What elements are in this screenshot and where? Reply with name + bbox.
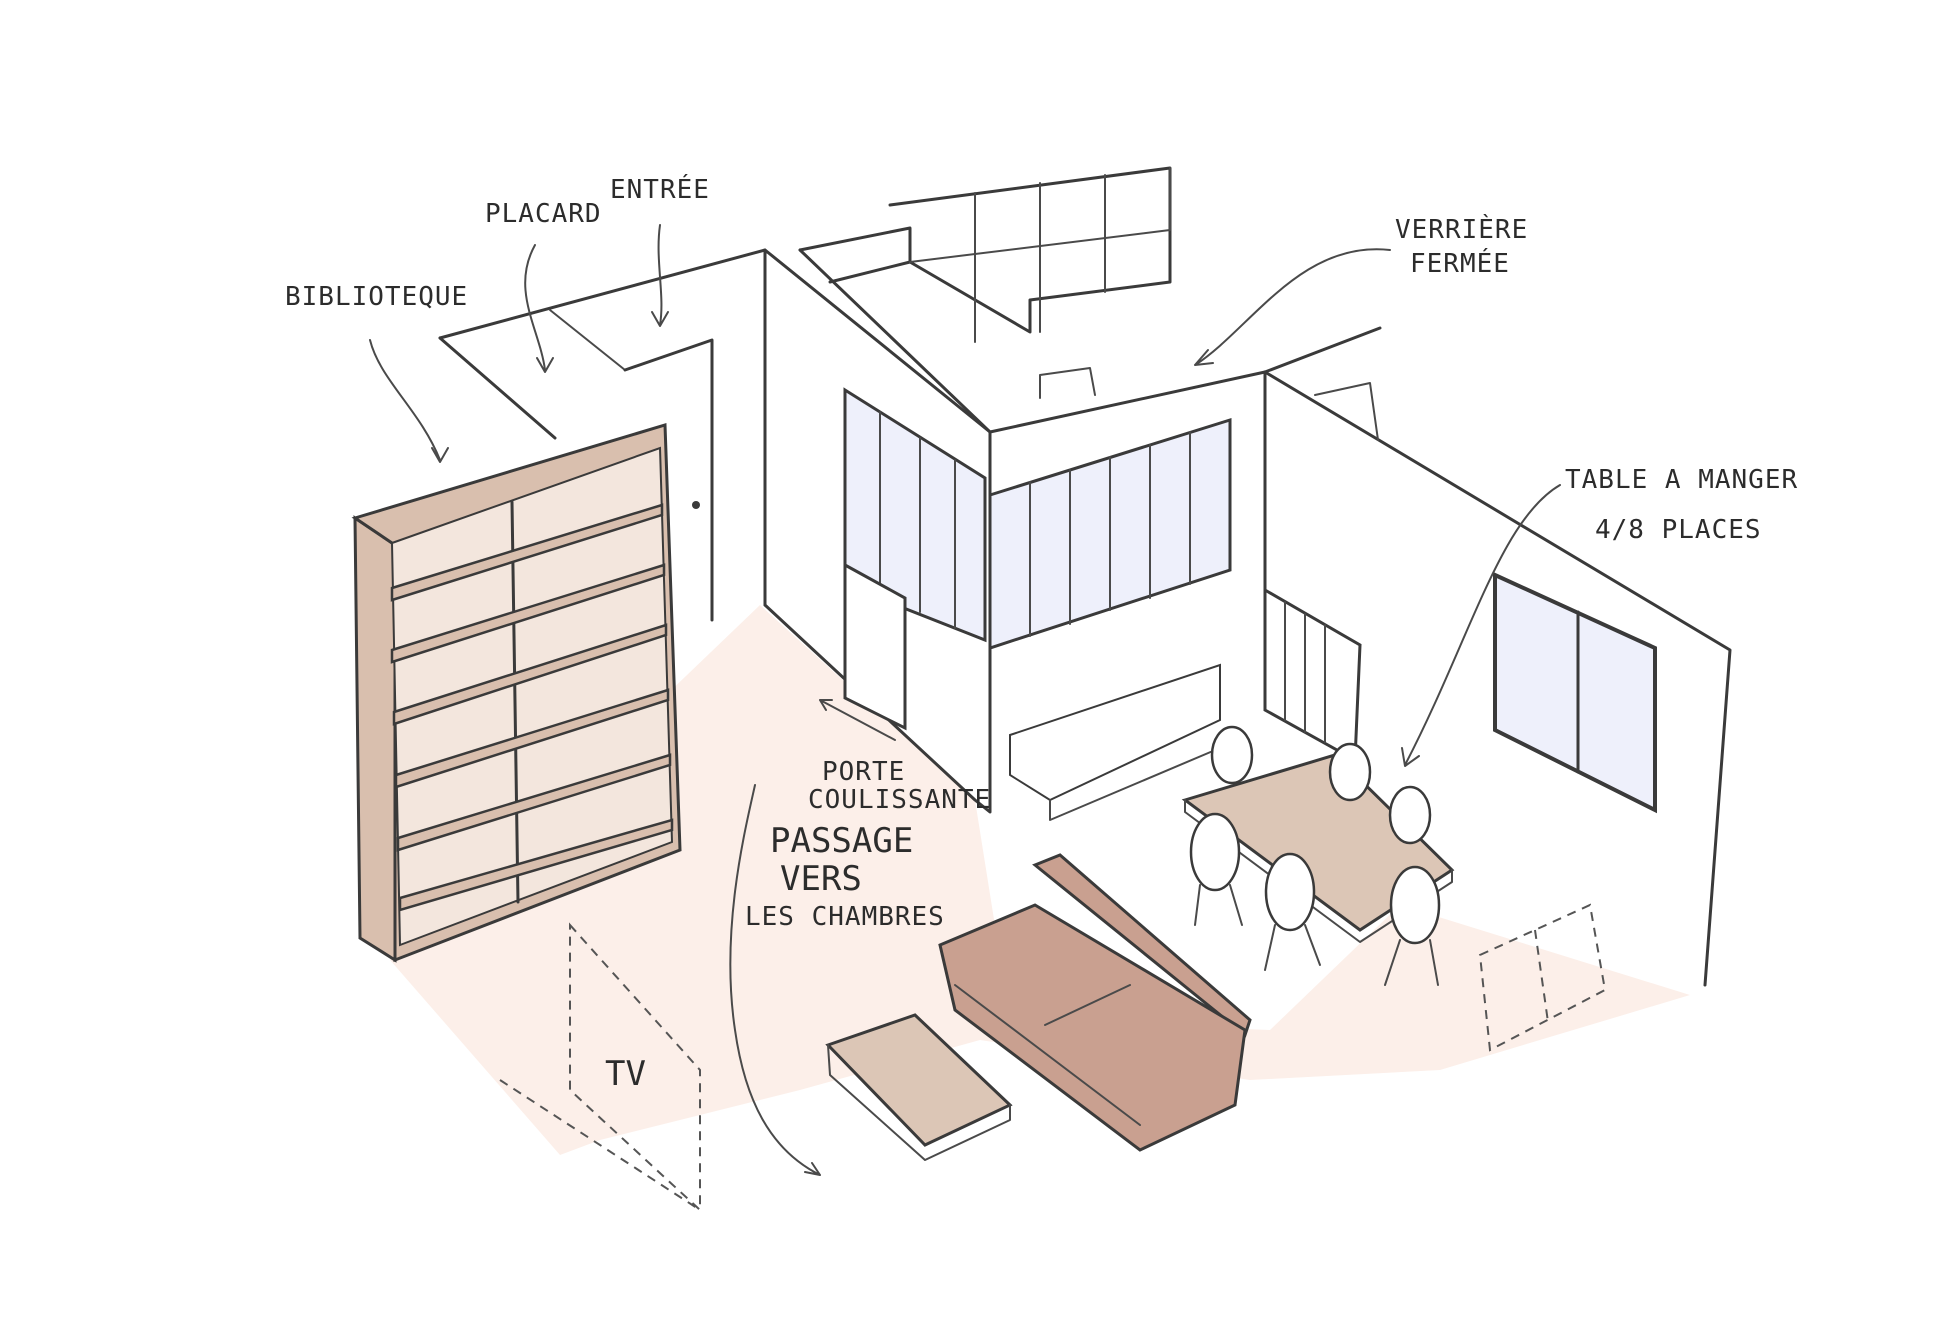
chair bbox=[1210, 725, 1254, 785]
chair bbox=[1328, 742, 1372, 802]
kitchen-sink bbox=[1039, 367, 1096, 399]
kitchen-cabinets-upper bbox=[798, 226, 912, 284]
floor-area bbox=[390, 605, 1690, 1155]
sofa-body bbox=[938, 903, 1247, 1152]
chair bbox=[1389, 865, 1441, 945]
right-wall-top bbox=[1263, 370, 1732, 987]
cab-shelf bbox=[909, 229, 1171, 263]
label-porte-line1: PORTE bbox=[822, 757, 905, 787]
sliding-door bbox=[843, 562, 907, 731]
right-window bbox=[1493, 571, 1657, 814]
bookcase-side bbox=[353, 515, 397, 963]
chair bbox=[1264, 852, 1316, 932]
sofa-back bbox=[1032, 853, 1252, 1038]
chairs bbox=[1189, 725, 1441, 986]
label-table-line1: TABLE A MANGER bbox=[1565, 465, 1798, 495]
sofa bbox=[938, 853, 1252, 1152]
label-placard: PLACARD bbox=[485, 199, 602, 229]
bookcase-shelves bbox=[390, 503, 674, 912]
label-passage-line1: PASSAGE bbox=[770, 821, 913, 861]
radiator bbox=[1263, 587, 1362, 763]
bench bbox=[1009, 663, 1221, 821]
bookcase bbox=[351, 423, 682, 963]
label-passage-line3: LES CHAMBRES bbox=[745, 902, 945, 932]
sofa-seat-edge bbox=[954, 984, 1141, 1126]
label-passage-line2: VERS bbox=[780, 859, 862, 899]
wall-edge bbox=[549, 309, 626, 371]
label-verriere-line1: VERRIÈRE bbox=[1395, 213, 1528, 245]
sofa-cushion-split bbox=[1044, 984, 1131, 1026]
door-knob bbox=[692, 501, 700, 509]
chair bbox=[1189, 812, 1241, 892]
label-entree: ENTRÉE bbox=[610, 173, 710, 205]
label-tv: TV bbox=[605, 1054, 646, 1094]
annotations: BIBLIOTEQUE PLACARD ENTRÉE VERRIÈRE FERM… bbox=[285, 173, 1798, 1094]
chair bbox=[1388, 785, 1432, 845]
wall-return bbox=[438, 336, 557, 440]
floor bbox=[390, 605, 1690, 1155]
verriere-glazed-partition bbox=[843, 387, 1232, 731]
cube-shelf bbox=[1478, 903, 1607, 1052]
coffee-table bbox=[825, 1013, 1013, 1161]
kitchen-door bbox=[1314, 382, 1379, 441]
kitchen-top bbox=[798, 248, 1382, 434]
bookcase-divider bbox=[510, 500, 520, 904]
kitchen-cabinets-box bbox=[888, 166, 1172, 334]
label-verriere-line2: FERMÉE bbox=[1410, 247, 1510, 279]
label-porte-line2: COULISSANTE bbox=[808, 785, 991, 815]
label-bibliotheque: BIBLIOTEQUE bbox=[285, 282, 468, 312]
tv bbox=[499, 922, 701, 1213]
leader-arrows bbox=[369, 224, 1561, 1176]
label-table-line2: 4/8 PLACES bbox=[1595, 515, 1762, 545]
entrance-door bbox=[623, 338, 714, 622]
